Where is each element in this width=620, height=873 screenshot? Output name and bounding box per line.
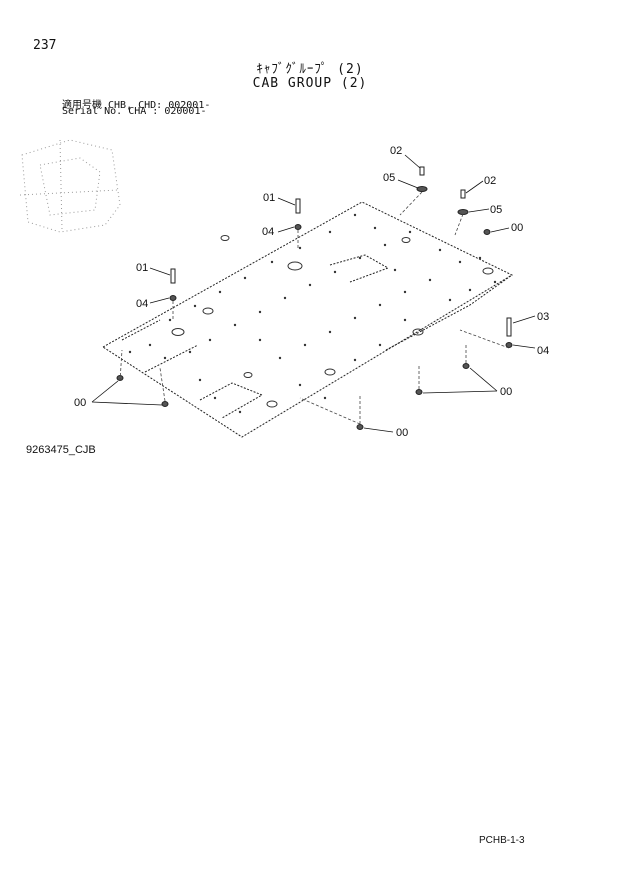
callout-label: 04 [136, 298, 148, 310]
callout-label: 00 [500, 386, 512, 398]
machine-thumbnail [19, 139, 121, 233]
callout-label: 01 [263, 192, 275, 204]
drawing-code: 9263475_CJB [26, 444, 96, 456]
leader-lines [91, 154, 536, 433]
callout-labels: 02 05 02 05 00 01 04 01 04 03 04 00 00 0… [74, 145, 549, 439]
fasteners [116, 166, 513, 430]
assembly-lines [119, 191, 510, 425]
page-code: PCHB-1-3 [479, 835, 525, 846]
callout-label: 05 [490, 204, 502, 216]
page-title: CAB GROUP (2) [252, 76, 368, 91]
serial-applicability-line: 適用号機 CHB, CHD: 002001- [62, 100, 211, 111]
callout-label: 00 [74, 397, 86, 409]
serial-number-line: Serial No. CHA : 020001- [62, 106, 207, 117]
callout-label: 00 [511, 222, 523, 234]
callout-label: 03 [537, 311, 549, 323]
plate-rivets [128, 213, 497, 414]
callout-label: 05 [383, 172, 395, 184]
callout-label: 04 [537, 345, 549, 357]
plate-holes [171, 235, 494, 408]
callout-label: 02 [390, 145, 402, 157]
title-japanese: ｷｬﾌﾞｸﾞﾙｰﾌﾟ (2) [256, 62, 364, 77]
page-number: 237 [33, 38, 57, 53]
callout-label: 02 [484, 175, 496, 187]
floor-plate [102, 201, 514, 438]
callout-label: 01 [136, 262, 148, 274]
callout-label: 00 [396, 427, 408, 439]
callout-label: 04 [262, 226, 274, 238]
